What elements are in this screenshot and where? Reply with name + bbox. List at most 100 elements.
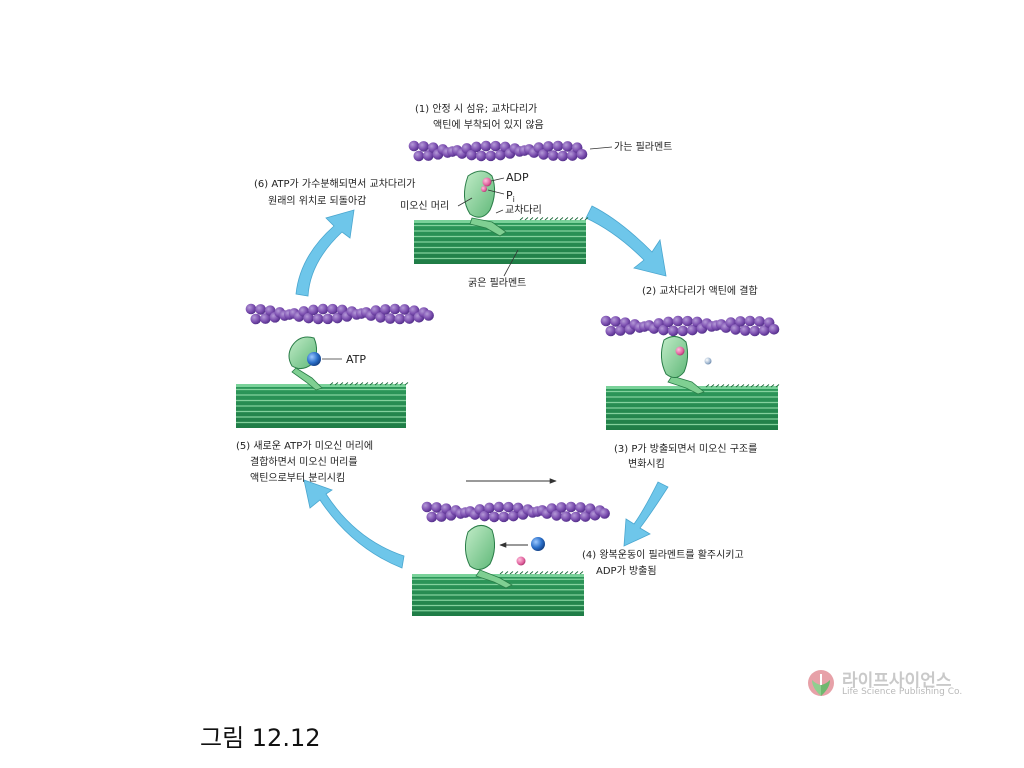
hatch-mark <box>559 217 564 221</box>
actin-bead <box>426 511 438 523</box>
actin-bead <box>677 325 689 337</box>
adp-bead <box>482 177 492 187</box>
actin-bead <box>570 511 582 523</box>
step-1-line-2: 액틴에 부착되어 있지 않음 <box>433 119 544 131</box>
hatch-mark <box>554 571 559 575</box>
hatch-mark <box>740 384 745 388</box>
hatch-mark <box>539 571 544 575</box>
adp-bead <box>675 346 685 356</box>
step-4-label: (4) 왕복운동이 필라멘트를 활주시키고 ADP가 방출됨 <box>582 548 744 577</box>
hatch-mark <box>519 217 524 221</box>
arrow-5-to-6 <box>295 209 355 297</box>
actin-bead <box>667 325 679 337</box>
hatch-mark <box>364 382 369 386</box>
hatch-mark <box>579 571 584 575</box>
actin-bead <box>413 150 425 162</box>
hatch-mark <box>524 571 529 575</box>
hatch-mark <box>354 382 359 386</box>
hatch-mark <box>529 217 534 221</box>
hatch-mark <box>329 382 334 386</box>
thick-filament-step5 <box>236 384 406 428</box>
actin-bead <box>418 141 429 152</box>
actin-bead <box>672 315 684 327</box>
actin-bead <box>687 324 698 336</box>
actin-bead <box>557 150 569 162</box>
atp-label: ATP <box>346 353 366 366</box>
actin-bead <box>479 510 490 522</box>
actin-bead <box>658 324 669 336</box>
hatch-mark <box>524 217 529 221</box>
actin-bead <box>730 324 741 335</box>
figure-caption: 그림 12.12 <box>200 724 321 752</box>
cycle-arrows <box>295 205 669 569</box>
actin-bead <box>538 149 549 160</box>
actin-bead <box>312 313 324 325</box>
actin-bead <box>605 325 617 337</box>
myosin-head-step2 <box>660 336 705 395</box>
actin-bead <box>567 150 578 161</box>
actin-bead <box>663 316 674 328</box>
hatch-mark <box>539 217 544 221</box>
hatch-mark <box>710 384 715 388</box>
actin-bead <box>327 303 338 315</box>
step-5-line-3: 액틴으로부터 분리시킴 <box>250 472 345 484</box>
pi-bead <box>516 556 526 566</box>
hatch-mark <box>394 382 399 386</box>
arrow-3-to-4 <box>623 481 669 547</box>
hatch-mark <box>534 571 539 575</box>
publisher-logo-icon <box>808 670 834 696</box>
actin-bead <box>423 310 434 321</box>
actin-bead <box>317 303 329 315</box>
step-5-line-1: (5) 새로운 ATP가 미오신 머리에 <box>236 440 373 452</box>
thick-filament-label: 굵은 필라멘트 <box>468 277 526 289</box>
hatch-mark <box>344 382 349 386</box>
leader-lines <box>322 146 613 360</box>
step-5-label: (5) 새로운 ATP가 미오신 머리에 결합하면서 미오신 머리를 액틴으로부… <box>236 440 373 484</box>
pi-label-sub: i <box>513 195 515 204</box>
pi-label: Pi <box>506 189 515 204</box>
step-4-line-1: (4) 왕복운동이 필라멘트를 활주시키고 <box>582 548 744 561</box>
actin-bead <box>421 501 433 513</box>
actin-bead <box>399 304 410 315</box>
adp-label: ADP <box>506 171 529 184</box>
actin-bead <box>394 313 406 325</box>
hatch-mark <box>499 571 504 575</box>
thin-filament-label: 가는 필라멘트 <box>614 141 672 153</box>
actin-bead <box>245 303 257 315</box>
hatch-mark <box>569 571 574 575</box>
hatch-mark <box>379 382 384 386</box>
actin-bead <box>562 141 573 152</box>
actin-bead <box>498 511 510 523</box>
step-3-label: (3) P가 방출되면서 미오신 구조를 변화시킴 <box>614 443 757 470</box>
step-6-line-1: (6) ATP가 가수분해되면서 교차다리가 <box>254 177 416 190</box>
actin-bead <box>493 501 505 513</box>
actin-bead <box>404 313 415 324</box>
actin-bead <box>503 501 514 513</box>
step-1-label: (1) 안정 시 섬유; 교차다리가 액틴에 부착되어 있지 않음 <box>415 103 544 131</box>
hatch-mark <box>509 571 514 575</box>
myosin-head-step1 <box>464 170 507 237</box>
actin-bead <box>739 325 751 336</box>
hatch-mark <box>389 382 394 386</box>
actin-bead <box>615 325 626 336</box>
hatch-mark <box>730 384 735 388</box>
actin-bead <box>431 502 442 513</box>
hatch-mark <box>554 217 559 221</box>
pi-label-main: P <box>506 189 513 202</box>
hatch-mark <box>705 384 710 388</box>
pi-released <box>704 357 712 365</box>
actin-bead <box>250 313 262 325</box>
step-5-line-2: 결합하면서 미오신 머리를 <box>250 455 358 468</box>
actin-bead <box>749 325 761 337</box>
hatch-mark <box>574 571 579 575</box>
actin-bead <box>580 511 591 522</box>
step-3-line-2: 변화시킴 <box>628 458 665 470</box>
step-3-line-1: (3) P가 방출되면서 미오신 구조를 <box>614 443 757 455</box>
hatch-mark <box>534 217 539 221</box>
hatch-mark <box>760 384 765 388</box>
actin-bead <box>471 141 482 153</box>
actin-bead <box>308 304 319 316</box>
publisher-logo-korean: 라이프사이언스 <box>842 671 952 691</box>
arrow-1-to-2 <box>585 205 667 277</box>
